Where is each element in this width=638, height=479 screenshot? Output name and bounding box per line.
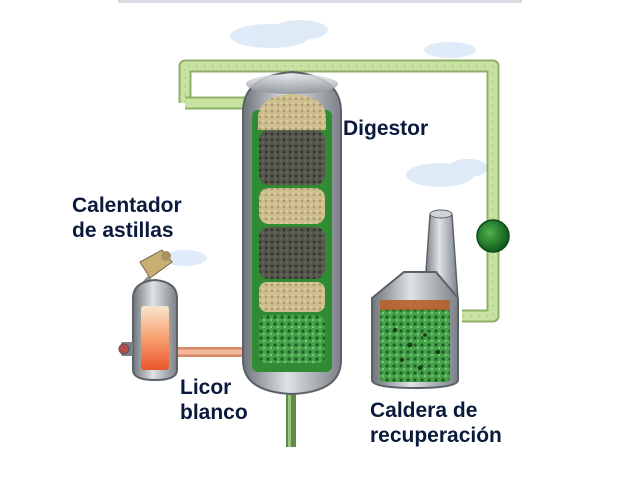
- chip-heater-label-line2: de astillas: [72, 219, 174, 242]
- white-liquor-label: Licor blanco: [180, 375, 248, 425]
- chip-heater-vessel: [118, 249, 178, 382]
- recovery-boiler-label-line2: recuperación: [370, 424, 502, 447]
- digester-vessel: [242, 70, 342, 396]
- background-clouds: [163, 20, 488, 266]
- recovery-boiler-label-line1: Caldera de: [370, 399, 478, 422]
- chip-heater-label-line1: Calentador: [72, 194, 182, 217]
- chip-heater-label: Calentador de astillas: [72, 193, 182, 243]
- digester-label-text: Digestor: [343, 117, 429, 140]
- recovery-boiler: [371, 209, 459, 390]
- digester-label: Digestor: [343, 116, 428, 141]
- circulation-pump: [476, 219, 510, 253]
- recovery-boiler-label: Caldera de recuperación: [370, 398, 502, 448]
- white-liquor-label-line2: blanco: [180, 401, 248, 424]
- white-liquor-label-line1: Licor: [180, 376, 232, 399]
- top-edge: [118, 0, 522, 3]
